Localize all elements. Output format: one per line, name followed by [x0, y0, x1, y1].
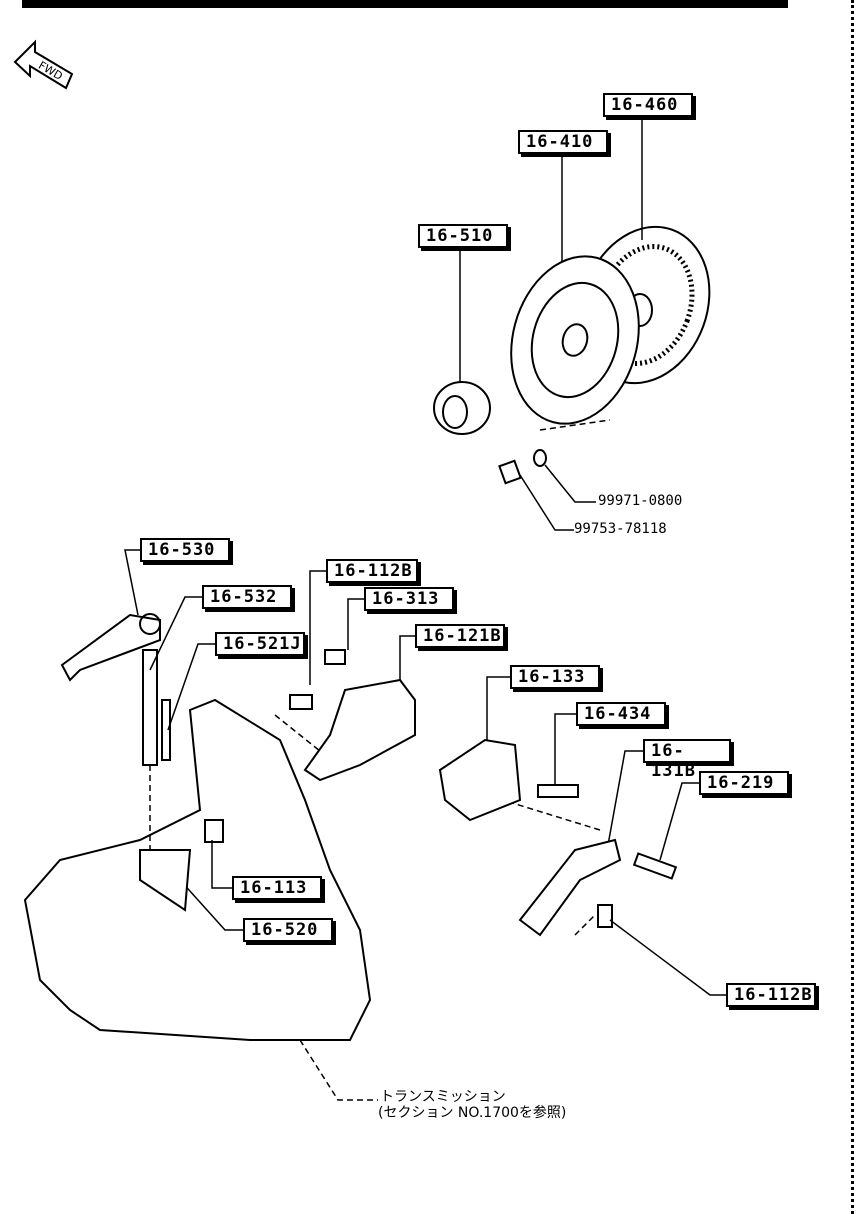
- fork-lever: [139, 849, 192, 912]
- key: [161, 699, 171, 761]
- part-label: 16-434: [576, 702, 666, 726]
- fwd-arrow-icon: FWD: [13, 39, 74, 90]
- note-reference: (セクション NO.1700を参照): [378, 1105, 567, 1121]
- plate: [438, 738, 522, 822]
- bolt: [498, 459, 522, 485]
- bolt: [289, 694, 313, 710]
- part-label: 16-112B: [726, 983, 816, 1007]
- bolt: [632, 852, 678, 880]
- part-label: 16-313: [364, 587, 454, 611]
- part-label: 16-510: [418, 224, 508, 248]
- release-bearing: [433, 381, 491, 435]
- part-number-bolt: 99753-78118: [574, 521, 667, 537]
- top-bar: [22, 0, 788, 8]
- part-label: 16-410: [518, 130, 608, 154]
- part-label: 16-113: [232, 876, 322, 900]
- transmission: [23, 698, 372, 1041]
- part-label: 16-131B: [643, 739, 731, 781]
- part-label: 16-520: [243, 918, 333, 942]
- release-shaft: [142, 649, 158, 766]
- page-border: [851, 0, 857, 1214]
- part-number-washer: 99971-0800: [598, 493, 683, 509]
- clutch-cover: [510, 255, 640, 425]
- release-fork: [60, 613, 161, 682]
- part-label: 16-530: [140, 538, 230, 562]
- part-label: 16-112B: [326, 559, 418, 583]
- part-label: 16-521J: [215, 632, 305, 656]
- part-label: 16-460: [603, 93, 693, 117]
- bracket: [303, 678, 416, 782]
- bolt: [204, 819, 224, 843]
- bolt: [537, 784, 579, 798]
- part-label: 16-219: [699, 771, 789, 795]
- bolt: [597, 904, 613, 928]
- bolt: [324, 649, 346, 665]
- washer: [533, 449, 547, 467]
- part-label: 16-121B: [415, 624, 505, 648]
- part-label: 16-133: [510, 665, 600, 689]
- part-label: 16-532: [202, 585, 292, 609]
- note-transmission: トランスミッション: [380, 1089, 506, 1105]
- bracket: [518, 838, 622, 937]
